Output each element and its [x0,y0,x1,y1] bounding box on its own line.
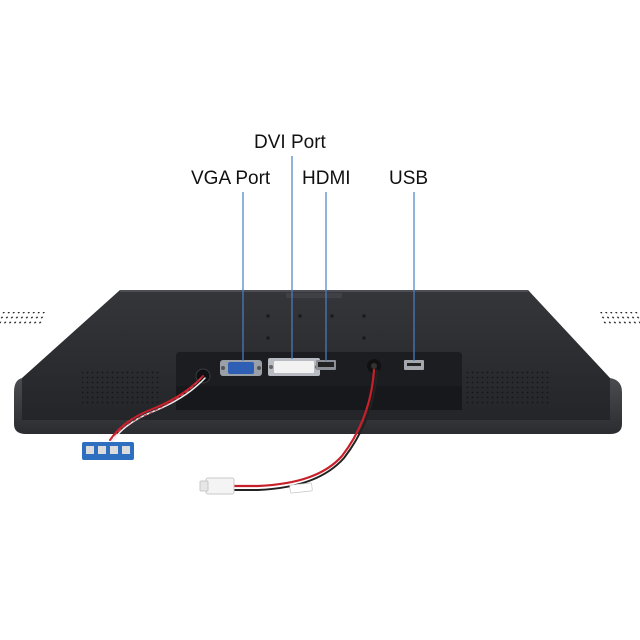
hdmi-connector [316,360,336,370]
callout-lines [242,156,415,361]
hdmi-port-label: HDMI [302,168,351,189]
vent-grille-top-right [598,312,640,326]
power-cable [230,368,378,491]
vent-grille-bottom-left [82,370,160,404]
power-cable-connector [199,477,235,495]
vent-grille-bottom-right [464,370,550,404]
osd-control-board [82,442,134,460]
usb-port-label: USB [389,168,429,189]
vga-port-label: VGA Port [191,168,271,189]
vga-connector [220,360,262,376]
usb-connector [404,360,424,370]
dvi-connector [268,358,320,376]
osd-cable [107,375,206,445]
screw-holes [266,314,366,340]
vent-grille-top-left [0,312,47,326]
dvi-port-label: DVI Port [254,132,326,153]
